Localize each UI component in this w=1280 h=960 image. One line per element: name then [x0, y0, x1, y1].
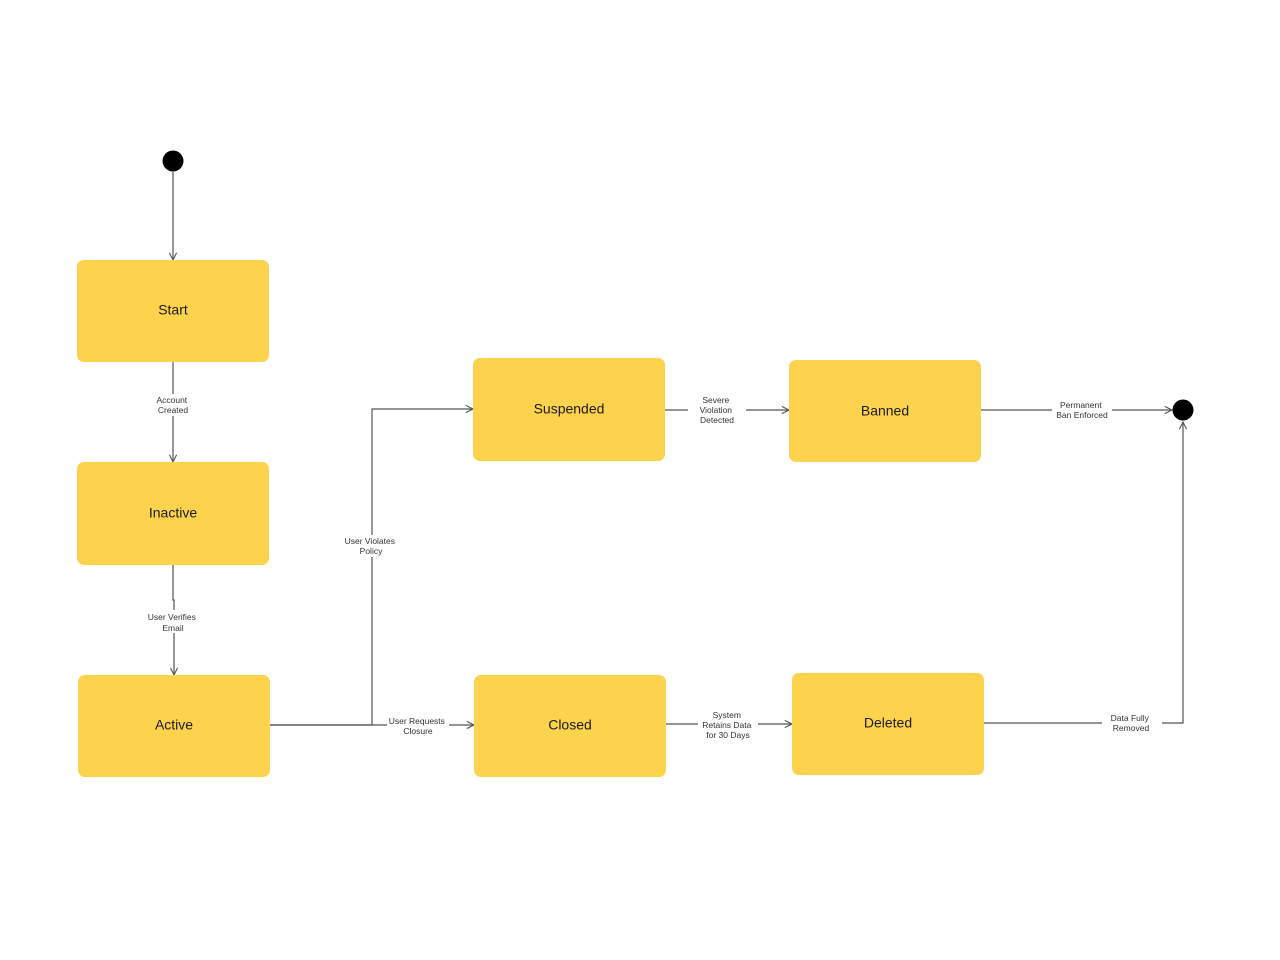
label-active-to-closed-line: User Requests [389, 716, 445, 726]
label-deleted-to-final: Data Fully Removed [1102, 712, 1162, 735]
label-suspended-to-banned: Severe Violation Detected [688, 393, 746, 425]
label-inactive-to-active-line: User Verifies [148, 612, 196, 622]
edge-inactive-to-active [173, 565, 174, 675]
label-active-to-suspended-line: Policy [360, 546, 383, 556]
label-banned-to-final: Permanent Ban Enforced [1052, 399, 1112, 421]
label-active-to-suspended: User Violates Policy [340, 535, 402, 557]
label-active-to-closed-line: Closure [403, 726, 433, 736]
label-closed-to-deleted-line: System [713, 710, 741, 720]
state-banned-label: Banned [861, 403, 909, 419]
label-suspended-to-banned-line: Violation [700, 405, 733, 415]
state-deleted-label: Deleted [864, 715, 912, 731]
state-inactive-label: Inactive [149, 505, 197, 521]
label-banned-to-final-line: Permanent [1060, 400, 1102, 410]
label-inactive-to-active-line: Email [162, 623, 183, 633]
label-deleted-to-final-line: Data Fully [1111, 713, 1150, 723]
state-active: Active [78, 675, 270, 777]
edge-deleted-to-final [984, 422, 1183, 724]
label-suspended-to-banned-line: Severe [702, 395, 729, 405]
edge-active-to-suspended [270, 409, 473, 726]
state-suspended-label: Suspended [534, 401, 605, 417]
state-closed: Closed [474, 675, 666, 777]
initial-state-node [162, 150, 184, 172]
svg-text:System Retains Data: System Retains Data for 30 Days [702, 710, 754, 740]
svg-text:Severe Violation D: Severe Violation Detected [700, 395, 735, 425]
label-active-to-closed: User Requests Closure [387, 714, 449, 737]
state-start: Start [77, 260, 269, 362]
svg-text:User Verifies Email: User Verifies Email [148, 612, 199, 633]
state-inactive: Inactive [77, 462, 269, 565]
svg-text:Data Fully Removed: Data Fully Removed [1111, 713, 1152, 733]
label-start-to-inactive: Account Created [150, 394, 196, 416]
svg-text:User Requests Closure: User Requests Closure [389, 716, 448, 736]
label-banned-to-final-line: Ban Enforced [1056, 410, 1108, 420]
svg-text:Account Created: Account Created [156, 395, 189, 415]
svg-text:User Violates Policy: User Violates Policy [345, 536, 398, 556]
label-start-to-inactive-line: Created [158, 405, 189, 415]
svg-text:Permanent Ban Enforced: Permanent Ban Enforced [1056, 400, 1108, 420]
label-inactive-to-active: User Verifies Email [143, 610, 203, 633]
state-start-label: Start [158, 302, 188, 318]
label-start-to-inactive-line: Account [156, 395, 187, 405]
state-suspended: Suspended [473, 358, 665, 461]
state-banned: Banned [789, 360, 981, 462]
label-suspended-to-banned-line: Detected [700, 415, 734, 425]
label-active-to-suspended-line: User Violates [345, 536, 395, 546]
label-closed-to-deleted-line: for 30 Days [706, 730, 749, 740]
label-closed-to-deleted: System Retains Data for 30 Days [698, 709, 758, 740]
state-closed-label: Closed [548, 717, 592, 733]
state-deleted: Deleted [792, 673, 984, 775]
state-active-label: Active [155, 717, 193, 733]
final-state-node [1172, 399, 1194, 421]
label-closed-to-deleted-line: Retains Data [702, 720, 751, 730]
label-deleted-to-final-line: Removed [1113, 723, 1150, 733]
